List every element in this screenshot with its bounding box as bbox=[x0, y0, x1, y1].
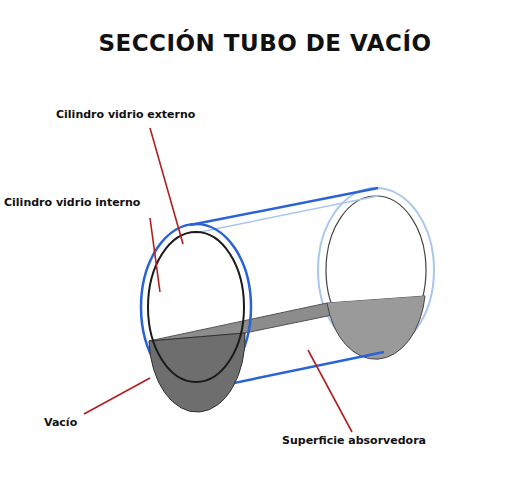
absorber-back-edge bbox=[327, 296, 425, 359]
leader-line bbox=[84, 378, 150, 414]
leader-line bbox=[150, 218, 160, 292]
inner-glass-front bbox=[148, 232, 244, 382]
part-label: Cilindro vidrio externo bbox=[56, 108, 195, 121]
leader-line bbox=[308, 350, 352, 432]
part-label: Cilindro vidrio interno bbox=[4, 196, 140, 209]
inner-glass-top bbox=[195, 196, 378, 233]
leader-line bbox=[150, 128, 183, 244]
part-label: Vacío bbox=[44, 416, 77, 429]
part-label: Superficie absorvedora bbox=[282, 434, 426, 447]
absorber-front-face bbox=[149, 333, 245, 412]
leader-lines bbox=[84, 128, 352, 432]
outer-glass-top bbox=[190, 188, 378, 225]
diagram-title: SECCIÓN TUBO DE VACÍO bbox=[98, 30, 431, 56]
